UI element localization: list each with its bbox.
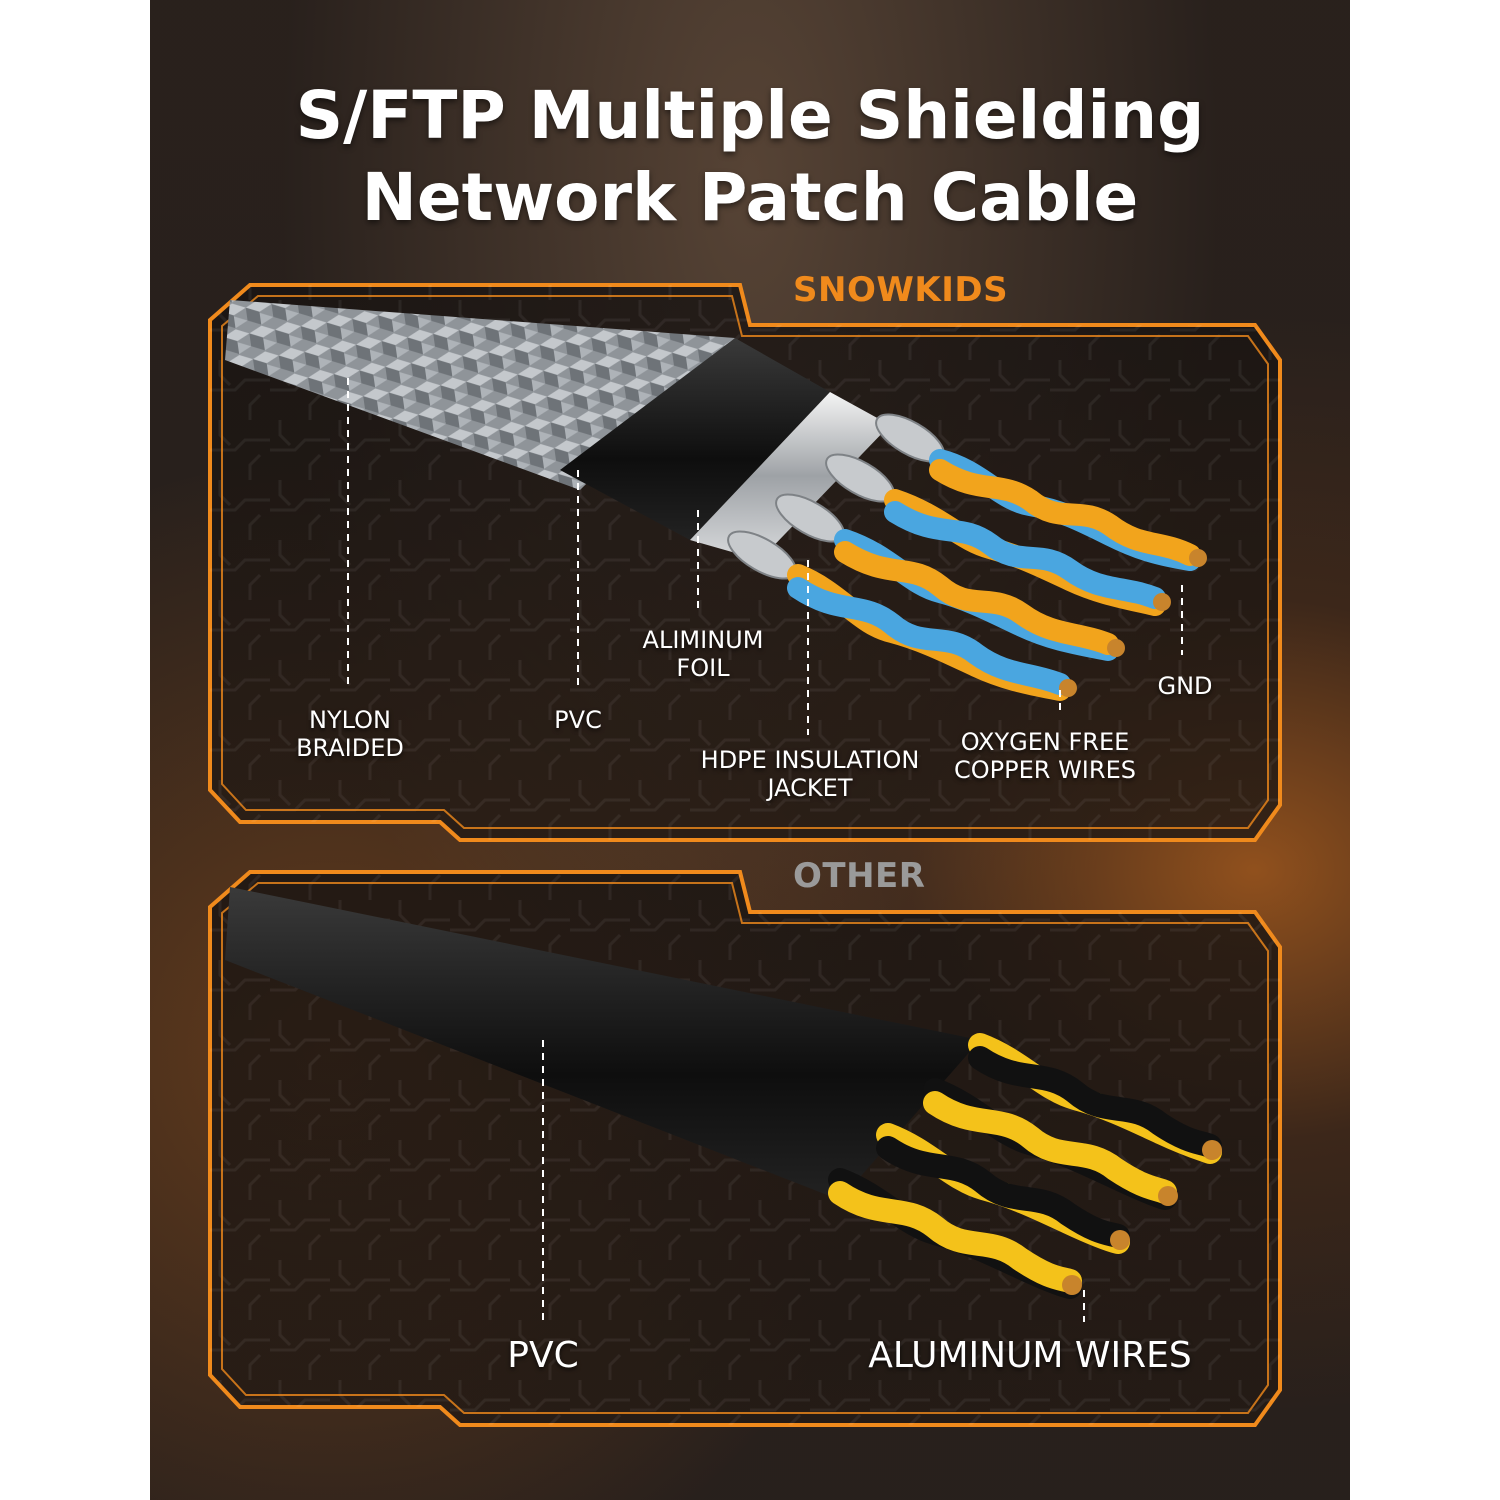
label-foil-line1: ALIMINUM bbox=[642, 626, 764, 654]
label-foil-line2: FOIL bbox=[676, 654, 730, 682]
label-hdpe-line2: JACKET bbox=[767, 774, 853, 802]
label-copper-wires: OXYGEN FREE COPPER WIRES bbox=[945, 728, 1145, 784]
product-poster: S/FTP Multiple Shielding Network Patch C… bbox=[150, 0, 1350, 1500]
label-copper-line1: OXYGEN FREE bbox=[960, 728, 1130, 756]
label-nylon-line1: NYLON bbox=[309, 706, 391, 734]
label-gnd: GND bbox=[1157, 672, 1213, 700]
label-hdpe-line1: HDPE INSULATION bbox=[700, 746, 920, 774]
label-pvc-snowkids: PVC bbox=[554, 706, 602, 734]
label-nylon-line2: BRAIDED bbox=[296, 734, 404, 762]
snowkids-cable-illustration bbox=[225, 300, 1207, 701]
title-line-1: S/FTP Multiple Shielding bbox=[295, 77, 1205, 154]
label-aluminum-wires: ALUMINUM WIRES bbox=[868, 1335, 1192, 1376]
title-line-2: Network Patch Cable bbox=[361, 159, 1139, 236]
label-hdpe-jacket: HDPE INSULATION JACKET bbox=[690, 746, 930, 802]
other-cable-illustration bbox=[225, 887, 1222, 1299]
other-tag: OTHER bbox=[793, 856, 926, 896]
label-aluminum-foil: ALIMINUM FOIL bbox=[628, 626, 778, 682]
other-leader-lines bbox=[542, 1040, 1085, 1322]
snowkids-tag: SNOWKIDS bbox=[793, 270, 1009, 310]
illustration bbox=[208, 283, 1282, 1427]
snowkids-leader-lines bbox=[347, 378, 1183, 735]
label-pvc-other: PVC bbox=[507, 1335, 579, 1376]
label-nylon-braided: NYLON BRAIDED bbox=[290, 706, 410, 762]
label-copper-line2: COPPER WIRES bbox=[954, 756, 1136, 784]
